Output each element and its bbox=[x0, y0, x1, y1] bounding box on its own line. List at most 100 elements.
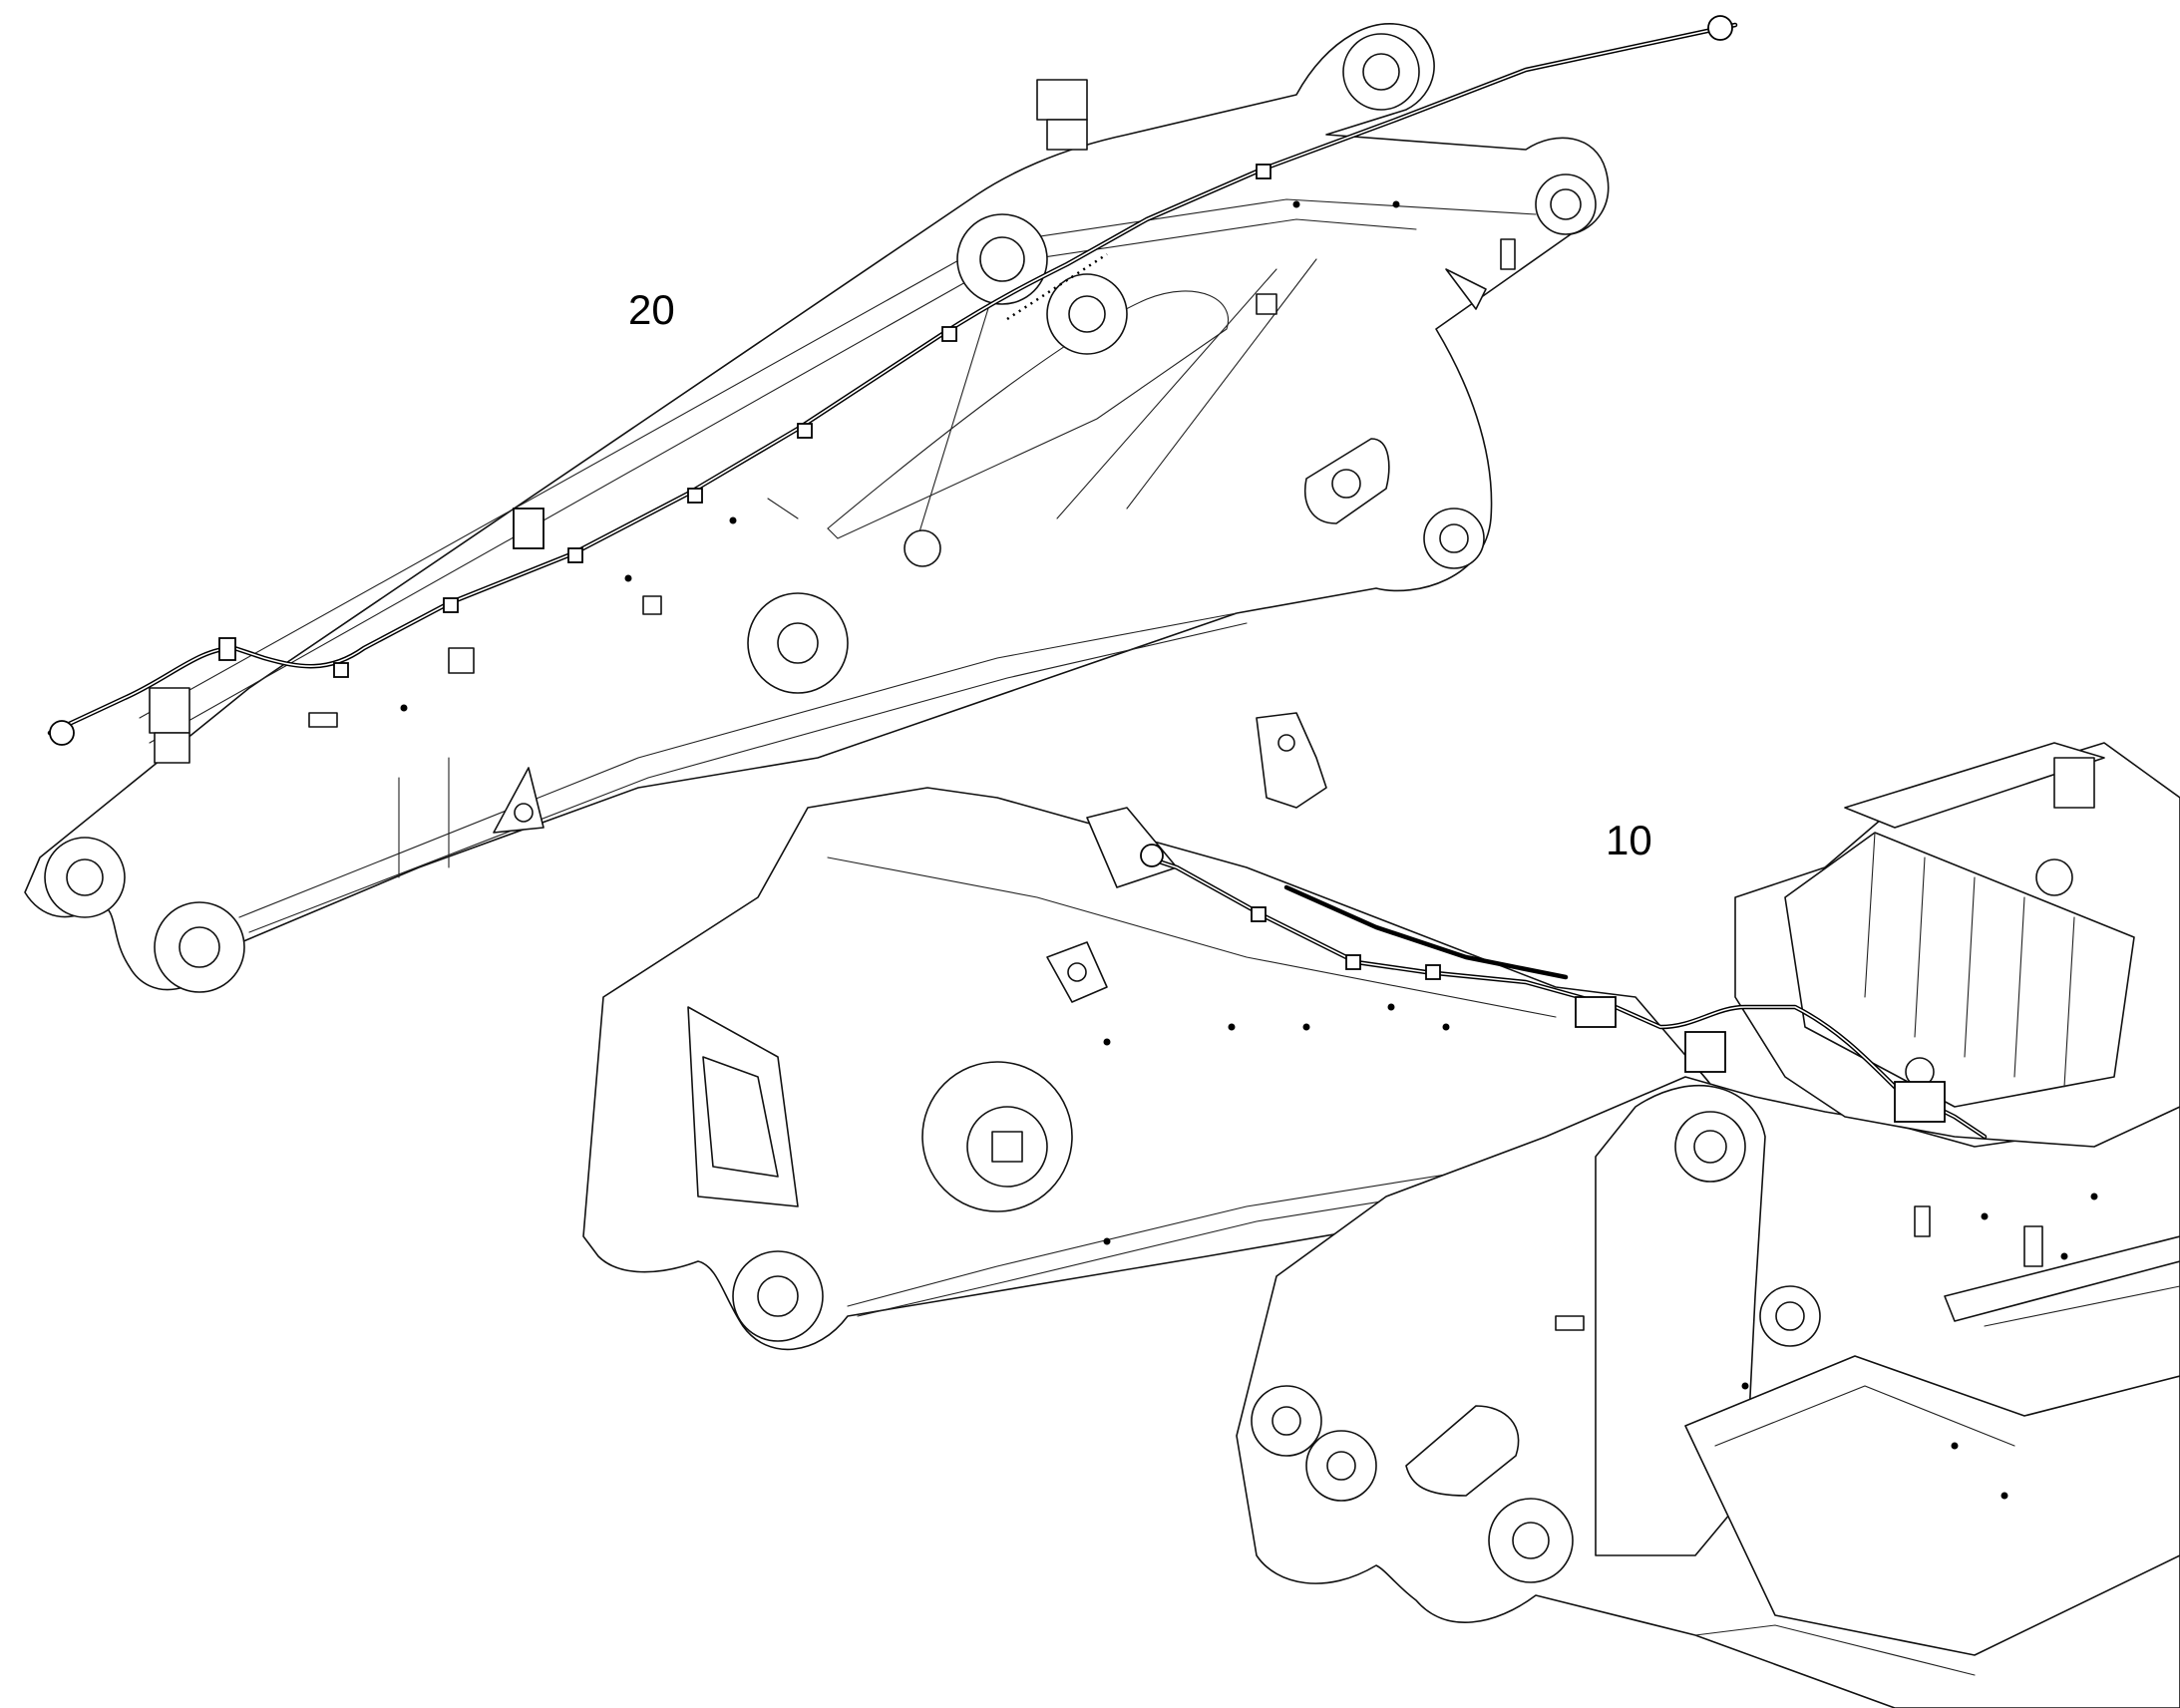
hose-clamp-bracket bbox=[513, 508, 545, 549]
pad-3 bbox=[642, 595, 662, 615]
valve-housing-lid bbox=[1844, 742, 2105, 829]
lower-hose-clamp-3 bbox=[1425, 964, 1441, 980]
valve-bank-divider-2 bbox=[1914, 856, 1926, 1038]
valve-bank-divider-4 bbox=[2013, 896, 2025, 1078]
mid-pivot-inner bbox=[979, 236, 1025, 282]
hose-clamp-8 bbox=[1256, 164, 1272, 179]
valve-bank-divider-3 bbox=[1964, 876, 1976, 1058]
fr-bolt-6 bbox=[2000, 1492, 2008, 1500]
frame-side-rail bbox=[1944, 1235, 2180, 1322]
lower-boom-top-bracket bbox=[1256, 712, 1327, 809]
lower-hose-end-block bbox=[1894, 1081, 1946, 1123]
frame-pad-1 bbox=[1914, 1205, 1931, 1237]
frame-bottom-lug-2-inner bbox=[1326, 1451, 1356, 1481]
pad-5 bbox=[1500, 238, 1516, 270]
fr-bolt-4 bbox=[1741, 1382, 1749, 1390]
bolt-3 bbox=[400, 704, 408, 712]
upper-boom-assembly bbox=[24, 23, 1610, 993]
upper-valve-block bbox=[1036, 79, 1088, 121]
upper-boom-hose bbox=[47, 15, 1738, 746]
upper-boom-web-line-4 bbox=[1056, 268, 1277, 519]
pad-1 bbox=[308, 712, 338, 728]
frame-tower-upper-lug-inner bbox=[1693, 1130, 1727, 1164]
tip-pivot-inner-left bbox=[66, 858, 104, 896]
callout-label-20: 20 bbox=[628, 286, 675, 333]
lower-hose-valve bbox=[1684, 1031, 1726, 1073]
callout-label-10: 10 bbox=[1606, 817, 1652, 863]
lower-hose-clamp-1 bbox=[1251, 906, 1267, 922]
valve-bank-divider-1 bbox=[1864, 832, 1876, 998]
upper-boom-web-line-6 bbox=[767, 498, 799, 519]
frame-tower-mid-lug-inner bbox=[1775, 1301, 1805, 1331]
pad-6 bbox=[1445, 268, 1487, 310]
upper-boom-lower-chord bbox=[238, 612, 1238, 918]
rear-bottom-lug-inner bbox=[1439, 523, 1469, 553]
frame-inner-window bbox=[1405, 1405, 1520, 1497]
hose-clamp-3 bbox=[443, 597, 459, 613]
control-valve-housing bbox=[1734, 742, 2180, 1148]
lb-bolt-6 bbox=[1103, 1237, 1111, 1245]
rear-plate-hole bbox=[1331, 469, 1361, 499]
fr-bolt-2 bbox=[2060, 1252, 2068, 1260]
frame-side-rail-2 bbox=[1984, 1285, 2180, 1327]
tip-valve-block bbox=[149, 687, 190, 734]
hose-clamp-5 bbox=[687, 488, 703, 504]
lower-bracket-hole bbox=[1277, 734, 1295, 752]
lower-front-window bbox=[702, 1056, 779, 1178]
fr-bolt-3 bbox=[2090, 1193, 2098, 1200]
valve-housing-port-1 bbox=[2035, 858, 2073, 896]
bolt-5 bbox=[1392, 200, 1400, 208]
upper-boom-web-line-5 bbox=[1126, 258, 1317, 510]
hose-end-fitting-tip bbox=[49, 720, 75, 746]
pad-4 bbox=[1256, 293, 1277, 315]
upper-hose-line-core bbox=[49, 24, 1736, 734]
upper-boom-top-plate bbox=[139, 198, 1537, 719]
frame-pad-3 bbox=[1555, 1315, 1585, 1331]
lb-bolt-3 bbox=[1302, 1023, 1310, 1031]
side-triangle-hole bbox=[514, 803, 534, 823]
hose-clamp-1 bbox=[218, 637, 236, 661]
tip-pivot-inner-right bbox=[179, 926, 220, 968]
hose-end-fitting-top bbox=[1707, 15, 1733, 41]
lower-hose-junction-block bbox=[1575, 996, 1617, 1028]
lower-hose-fitting-start bbox=[1140, 844, 1164, 867]
upper-hose-hidden-section bbox=[1006, 252, 1108, 321]
hose-clamp-6 bbox=[797, 423, 813, 439]
rear-lug-top-inner bbox=[1362, 53, 1400, 91]
bolt-1 bbox=[729, 516, 737, 524]
hose-clamp-4 bbox=[567, 547, 583, 563]
lifting-eye-hole bbox=[1067, 962, 1087, 982]
upper-boom-arm-slot bbox=[827, 290, 1230, 539]
lb-bolt-2 bbox=[1228, 1023, 1236, 1031]
bolt-4 bbox=[1292, 200, 1300, 208]
fr-bolt-1 bbox=[1981, 1212, 1989, 1220]
lower-front-lug-inner bbox=[757, 1275, 799, 1317]
lb-bolt-1 bbox=[1103, 1038, 1111, 1046]
upper-boom-top-plate-edge bbox=[149, 218, 1417, 744]
fr-bolt-5 bbox=[1951, 1442, 1959, 1450]
bolt-2 bbox=[624, 574, 632, 582]
frame-deck-inner bbox=[1714, 1385, 2015, 1447]
frame-deck-edge bbox=[1694, 1624, 1976, 1676]
lower-hose-branch bbox=[1283, 884, 1569, 980]
frame-bottom-lug-1-inner bbox=[1272, 1406, 1301, 1436]
pad-2 bbox=[448, 647, 475, 674]
frame-deck bbox=[1684, 1355, 2180, 1656]
web-boss bbox=[904, 529, 941, 567]
frame-pad-2 bbox=[2023, 1225, 2043, 1267]
rear-lug-right-inner bbox=[1550, 188, 1582, 220]
hose-clamp-2 bbox=[333, 662, 349, 678]
lower-boom-top-edge bbox=[827, 856, 1557, 1018]
lb-bolt-5 bbox=[1442, 1023, 1450, 1031]
hose-clamp-7 bbox=[941, 326, 957, 342]
upper-boom-body bbox=[24, 23, 1610, 991]
lower-boom-hose bbox=[1140, 844, 1988, 1140]
upper-valve-block-body bbox=[1046, 119, 1088, 151]
valve-housing-box bbox=[2053, 757, 2095, 809]
lower-hose-clamp-2 bbox=[1345, 954, 1361, 970]
frame-bottom-lug-3-inner bbox=[1512, 1522, 1550, 1559]
cylinder-pivot-inner bbox=[1068, 295, 1106, 333]
lb-bolt-4 bbox=[1387, 1003, 1395, 1011]
valve-bank-divider-5 bbox=[2063, 916, 2075, 1088]
